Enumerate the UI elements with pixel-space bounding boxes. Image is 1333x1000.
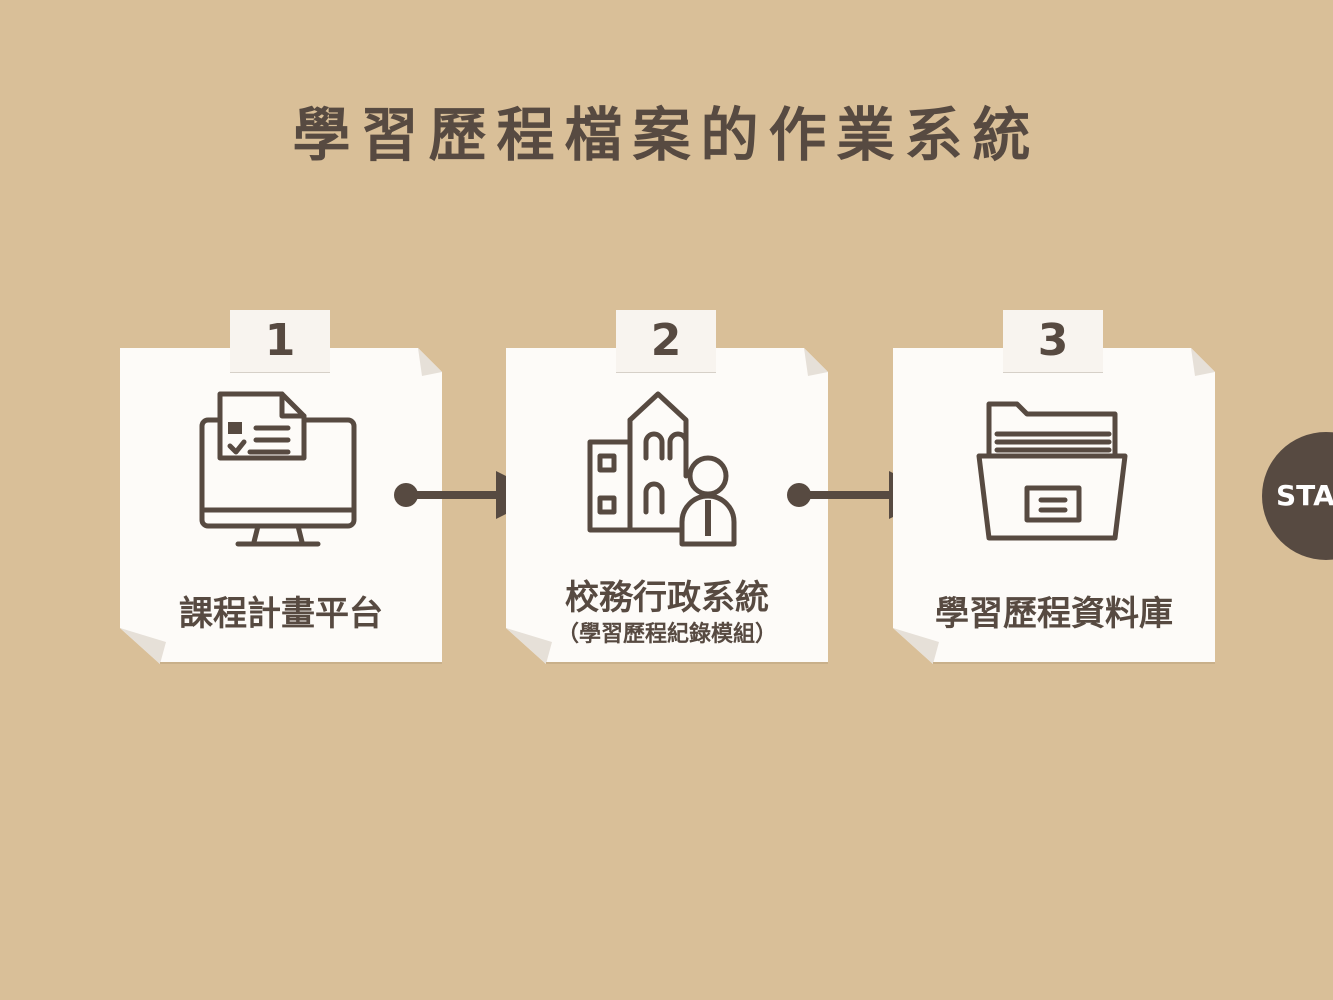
step-number-2: 2	[650, 315, 682, 366]
file-folder-icon	[976, 401, 1128, 541]
step-label-2: 校務行政系統	[565, 578, 769, 618]
step-number-3: 3	[1037, 315, 1069, 366]
step-tab-2: 2	[616, 310, 716, 372]
page-title: 學習歷程檔案的作業系統	[292, 101, 1041, 169]
step-card-1: 課程計畫平台	[120, 348, 442, 664]
step-label-3: 學習歷程資料庫	[935, 594, 1173, 634]
computer-document-icon	[199, 391, 357, 547]
step-number-1: 1	[264, 315, 296, 366]
step-tab-3: 3	[1003, 310, 1103, 372]
step-card-2: 校務行政系統 （學習歷程紀錄模組）	[506, 348, 828, 664]
note-paper-3	[893, 348, 1215, 664]
step-sublabel-2: （學習歷程紀錄模組）	[556, 622, 777, 647]
start-button[interactable]: START	[1262, 432, 1333, 560]
step-label-1: 課程計畫平台	[179, 594, 383, 634]
school-building-person-icon	[587, 391, 737, 547]
step-tab-1: 1	[230, 310, 330, 372]
step-card-3: 學習歷程資料庫	[893, 348, 1215, 664]
note-paper-2	[506, 348, 828, 664]
